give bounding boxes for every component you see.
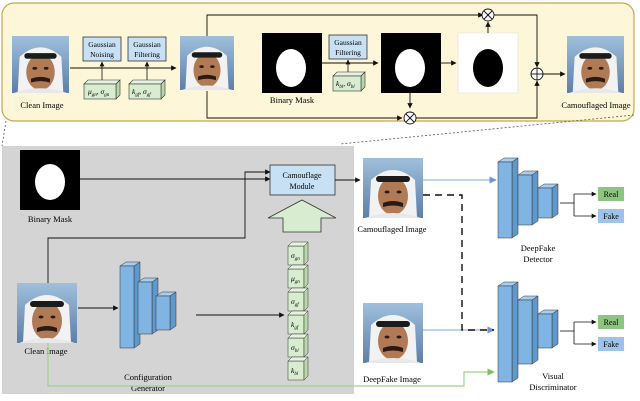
bottom-deepfake-face-icon <box>363 303 423 363</box>
noise-mu-sub: gn <box>92 93 98 98</box>
blur-k: k <box>336 79 340 88</box>
config-generator-line1: Configuration <box>124 372 172 382</box>
param-cube-μ-gn: μgn <box>287 264 309 289</box>
svg-text:kbl, σbl: kbl, σbl <box>336 79 355 90</box>
filter-k: k <box>132 87 136 96</box>
bottom-clean-image-label: Clean Image <box>24 346 67 356</box>
param-cube-k-gf: kgf <box>287 310 309 335</box>
filter-k-sub: gf <box>135 93 140 98</box>
bottom-clean-face-icon <box>17 283 77 343</box>
deepfake-detector-network <box>497 157 559 239</box>
gaussian-filtering-box-2: Gaussian Filtering <box>328 34 368 60</box>
blur-sigma: σ <box>347 79 351 88</box>
top-clean-image-label: Clean Image <box>20 100 63 110</box>
clean-to-discriminator-link <box>47 343 495 387</box>
filter-params-cube: kgf, σgf <box>128 79 166 100</box>
blur-params-cube: kbl, σbl <box>332 71 366 92</box>
gaussian-filtering2-line1: Gaussian <box>334 38 362 47</box>
detector-label-line2: Detector <box>523 254 552 264</box>
detector-fake-badge: Fake <box>598 209 624 223</box>
detector-real-text: Real <box>604 190 619 199</box>
big-up-arrow-icon <box>267 199 337 233</box>
param-cube-k-bl: kbl <box>287 356 309 381</box>
camouflage-module-box: Camouflage Module <box>269 164 336 196</box>
param-cube-σ-gf: σgf <box>287 287 309 312</box>
param-label-σ-gf: σgf <box>291 297 299 308</box>
gaussian-noising-box: Gaussian Noising <box>82 36 122 62</box>
top-camouflaged-label: Camouflaged Image <box>561 100 630 110</box>
top-binary-mask-image <box>262 33 322 93</box>
filter-sigma-sub: gf <box>147 93 152 98</box>
add-node-icon <box>530 67 544 81</box>
gaussian-noising-line2: Noising <box>90 50 114 59</box>
multiply-node-top-icon <box>481 8 495 22</box>
svg-text:kgf, σgf: kgf, σgf <box>132 87 151 98</box>
top-binary-mask-label: Binary Mask <box>270 95 315 105</box>
param-label-σ-gn: σgn <box>291 251 300 262</box>
blur-sigma-sub: bl <box>351 85 356 90</box>
param-label-μ-gn: μgn <box>291 274 300 285</box>
filter-sigma: σ <box>143 87 147 96</box>
bottom-deepfake-label: DeepFake Image <box>363 374 421 384</box>
detector-real-badge: Real <box>598 187 624 201</box>
gaussian-noising-line1: Gaussian <box>88 40 116 49</box>
parameter-stack: σgn μgn σgf kgf σbl kbl <box>287 241 309 381</box>
configuration-generator-network <box>119 261 177 349</box>
gaussian-filtering2-line2: Filtering <box>335 48 361 57</box>
noise-sigma: σ <box>101 87 105 96</box>
detector-fake-text: Fake <box>603 212 619 221</box>
discriminator-real-text: Real <box>604 318 619 327</box>
inverted-mask-image <box>457 32 519 94</box>
noise-sigma-sub: gn <box>104 93 110 98</box>
camouflage-module-detail-panel: Clean Image Gaussian Noising Gaussian Fi… <box>1 2 635 125</box>
noise-mu: μ <box>88 87 92 96</box>
discriminator-label-line1: Visual <box>542 371 564 381</box>
blur-k-sub: bl <box>339 85 344 90</box>
gaussian-filtering-line2: Filtering <box>134 50 160 59</box>
svg-text:μgn, σgn: μgn, σgn <box>88 87 110 98</box>
discriminator-fake-text: Fake <box>603 340 619 349</box>
discriminator-fake-badge: Fake <box>598 337 624 351</box>
camouflage-module-line2: Module <box>290 182 315 191</box>
noise-params-cube: μgn, σgn <box>83 79 121 100</box>
config-generator-line2: Generator <box>131 383 165 393</box>
param-label-σ-bl: σbl <box>291 343 299 354</box>
camouflage-module-line1: Camouflage <box>282 171 322 180</box>
top-clean-face-icon <box>12 36 69 93</box>
gaussian-filtering-box: Gaussian Filtering <box>127 36 167 62</box>
bottom-camouflaged-face-icon <box>363 158 423 218</box>
blurred-mask-image <box>381 33 441 93</box>
camouflaged-to-discriminator-link <box>423 194 494 331</box>
top-processed-face-icon <box>180 36 234 90</box>
detector-label-line1: DeepFake <box>521 243 556 253</box>
param-label-k-bl: kbl <box>291 366 299 377</box>
multiply-node-bottom-icon <box>403 111 417 125</box>
bottom-binary-mask-label: Binary Mask <box>28 214 73 224</box>
param-label-k-gf: kgf <box>291 320 299 331</box>
discriminator-real-badge: Real <box>598 315 624 329</box>
bottom-binary-mask-image <box>20 150 80 210</box>
discriminator-label-line2: Discriminator <box>529 382 576 392</box>
bottom-camouflaged-label: Camouflaged Image <box>357 224 426 234</box>
training-pipeline-panel: Binary Mask Camouflage Module Clean Imag… <box>2 146 354 394</box>
gaussian-filtering-line1: Gaussian <box>133 40 161 49</box>
visual-discriminator-network <box>497 281 559 383</box>
top-camouflaged-face-icon <box>567 36 624 93</box>
param-cube-σ-gn: σgn <box>287 241 309 266</box>
param-cube-σ-bl: σbl <box>287 333 309 358</box>
